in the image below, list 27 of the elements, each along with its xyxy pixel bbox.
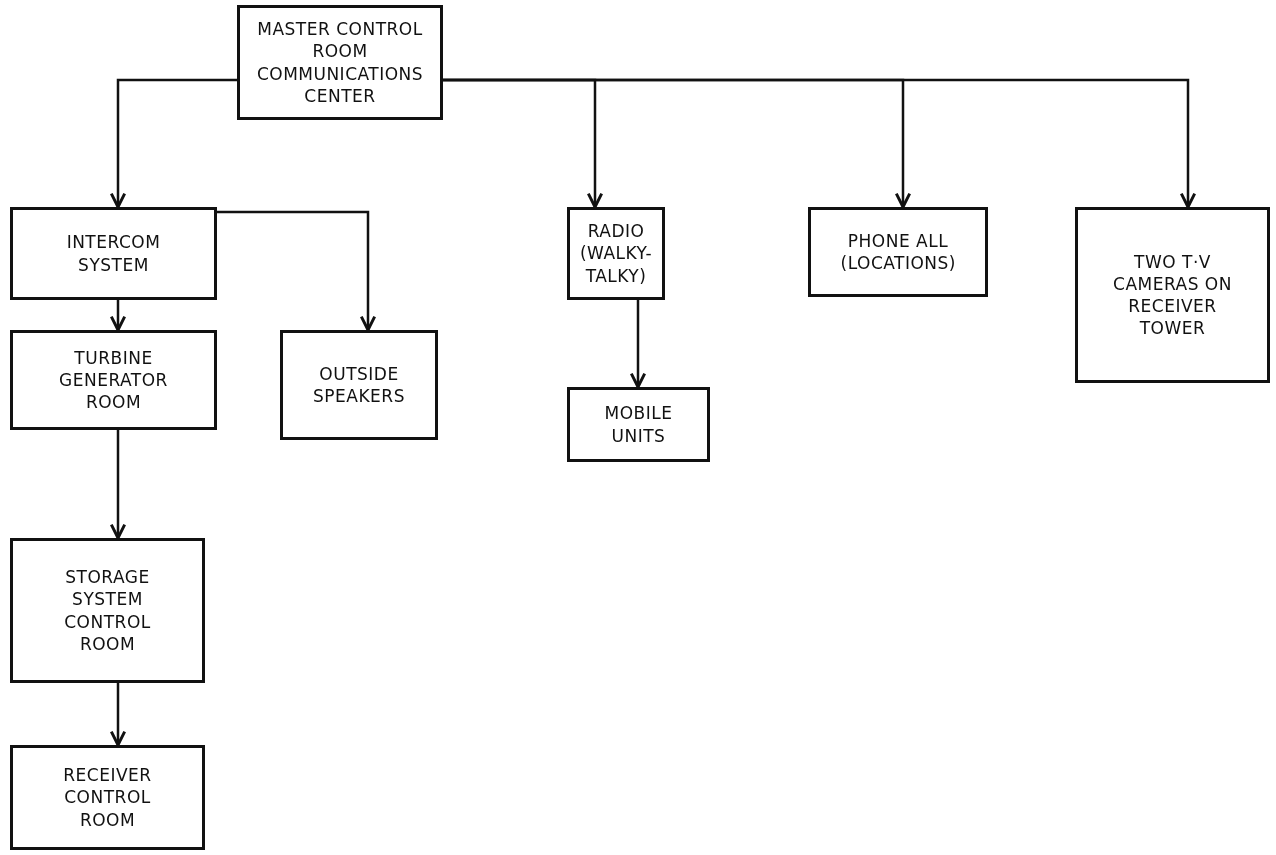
- box-label: TWO T·V CAMERAS ON RECEIVER TOWER: [1112, 250, 1233, 340]
- box-label: RECEIVER CONTROL ROOM: [62, 764, 153, 831]
- box-label: STORAGE SYSTEM CONTROL ROOM: [63, 566, 152, 655]
- process-box: [10, 207, 217, 300]
- process-box: [10, 538, 205, 683]
- process-box: [1075, 207, 1270, 383]
- arrow: [109, 78, 237, 209]
- arrow: [443, 78, 1197, 209]
- box-label: OUTSIDE SPEAKERS: [312, 362, 406, 408]
- box-label: MASTER CONTROL ROOM COMMUNICATIONS CENTER: [255, 18, 425, 107]
- arrow: [629, 300, 647, 389]
- arrow: [109, 300, 127, 332]
- box-label: PHONE ALL (LOCATIONS): [840, 229, 956, 275]
- box-label: MOBILE UNITS: [603, 402, 674, 447]
- arrow: [217, 210, 377, 332]
- process-box: [10, 330, 217, 430]
- arrow: [109, 430, 127, 540]
- box-label: INTERCOM SYSTEM: [65, 231, 162, 276]
- process-box: [567, 387, 710, 462]
- box-label: TURBINE GENERATOR ROOM: [58, 346, 169, 414]
- arrow: [109, 683, 127, 747]
- box-label: RADIO (WALKY- TALKY): [578, 220, 654, 287]
- process-box: [237, 5, 443, 120]
- process-box: [10, 745, 205, 850]
- process-box: [280, 330, 438, 440]
- process-box: [567, 207, 665, 300]
- process-box: [808, 207, 988, 297]
